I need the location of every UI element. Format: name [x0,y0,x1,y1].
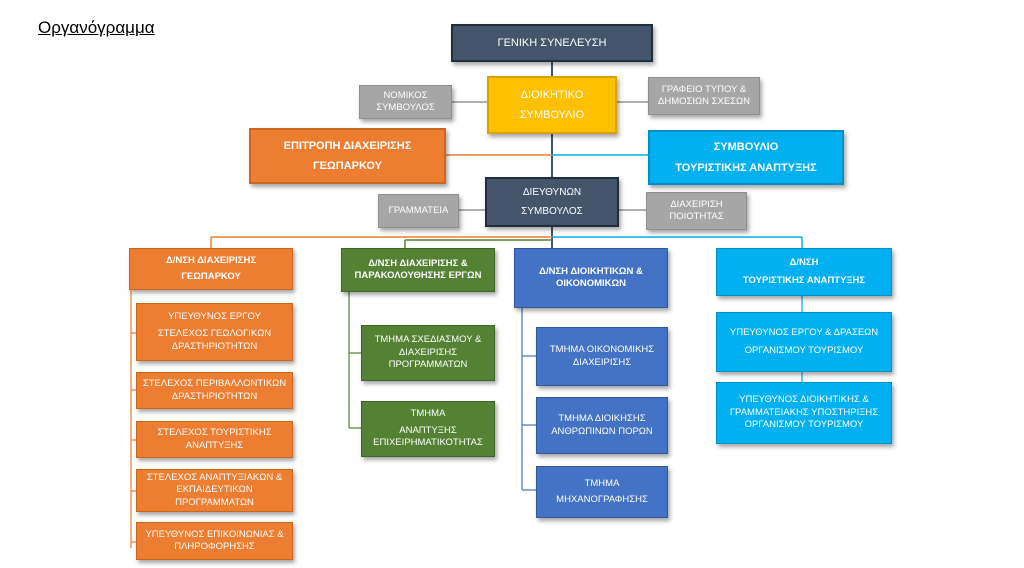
geopark-committee-line-2: ΓΕΩΠΑΡΚΟΥ [312,160,383,172]
general-assembly-label: ΓΕΝΙΚΗ ΣΥΝΕΛΕΥΣΗ [497,36,607,49]
projects-unit-2-line-1: ΤΜΗΜΑ [410,408,446,420]
legal-advisor-line-1: ΝΟΜΙΚΟΣ [383,89,428,101]
geopark-unit-2-line-1: ΣΤΕΛΕΧΟΣ ΠΕΡΙΒΑΛΛΟΝΤΙΚΩΝ [142,378,287,390]
projects-unit-1-line-3: ΠΡΟΓΡΑΜΜΑΤΩΝ [388,359,468,371]
geopark-unit-3-line-2: ΑΝΑΠΤΥΞΗΣ [185,439,244,451]
geopark-unit-educational: ΣΤΕΛΕΧΟΣ ΑΝΑΠΤΥΞΙΑΚΩΝ & ΕΚΠΑΙΔΕΥΤΙΚΩΝ ΠΡ… [136,469,293,512]
admin-unit-3-line-2: ΜΗΧΑΝΟΓΡΑΦΗΣΗΣ [556,494,648,505]
geopark-unit-1-line-1: ΥΠΕΥΘΥΝΟΣ ΕΡΓΟΥ [168,310,261,322]
geopark-unit-1-line-2: ΣΤΕΛΕΧΟΣ ΓΕΩΛΟΓΙΚΩΝ [157,328,272,340]
tourism-council-line-2: ΤΟΥΡΙΣΤΙΚΗΣ ΑΝΑΠΤΥΞΗΣ [675,161,817,174]
quality-management-line-2: ΠΟΙΟΤΗΤΑΣ [669,211,724,222]
geopark-unit-3-line-1: ΣΤΕΛΕΧΟΣ ΤΟΥΡΙΣΤΙΚΗΣ [157,427,272,439]
page-title: Οργανόγραμμα [38,18,155,37]
tourism-unit-1-line-1: ΥΠΕΥΘΥΝΟΣ ΕΡΓΟΥ & ΔΡΑΣΕΩΝ [729,327,879,339]
tourism-council-box: ΣΥΜΒΟΥΛΙΟ ΤΟΥΡΙΣΤΙΚΗΣ ΑΝΑΠΤΥΞΗΣ [648,130,844,185]
admin-unit-finance: ΤΜΗΜΑ ΟΙΚΟΝΟΜΙΚΗΣ ΔΙΑΧΕΙΡΙΣΗΣ [536,327,668,386]
directorate-tourism-head-line-1: Δ/ΝΣΗ [789,257,819,269]
admin-unit-it: ΤΜΗΜΑ ΜΗΧΑΝΟΓΡΑΦΗΣΗΣ [536,466,668,518]
board-line-2: ΣΥΜΒΟΥΛΙΟ [519,109,585,121]
geopark-unit-2-line-2: ΔΡΑΣΤΗΡΙΟΤΗΤΩΝ [171,390,258,402]
geopark-committee-box: ΕΠΙΤΡΟΠΗ ΔΙΑΧΕΙΡΙΣΗΣ ΓΕΩΠΑΡΚΟΥ [249,128,446,184]
legal-advisor-line-2: ΣΥΜΒΟΥΛΟΣ [376,102,435,113]
managing-director-line-1: ΔΙΕΥΘΥΝΩΝ [522,187,582,198]
geopark-unit-tourism: ΣΤΕΛΕΧΟΣ ΤΟΥΡΙΣΤΙΚΗΣ ΑΝΑΠΤΥΞΗΣ [136,421,293,458]
directorate-admin-head-line-2: ΟΙΚΟΝΟΜΙΚΩΝ [556,278,626,289]
geopark-unit-5-line-2: ΠΛΗΡΟΦΟΡΗΣΗΣ [174,541,255,552]
admin-unit-1-line-2: ΔΙΑΧΕΙΡΙΣΗΣ [572,356,632,368]
tourism-unit-2-line-3: ΟΡΓΑΝΙΣΜΟΥ ΤΟΥΡΙΣΜΟΥ [744,419,864,431]
geopark-unit-4-line-2: ΕΚΠΑΙΔΕΥΤΙΚΩΝ [176,484,253,496]
projects-unit-entrepreneurship: ΤΜΗΜΑ ΑΝΑΠΤΥΞΗΣ ΕΠΙΧΕΙΡΗΜΑΤΙΚΟΤΗΤΑΣ [361,401,495,457]
geopark-committee-line-1: ΕΠΙΤΡΟΠΗ ΔΙΑΧΕΙΡΙΣΗΣ [283,139,412,152]
press-office-line-1: ΓΡΑΦΕΙΟ ΤΥΠΟΥ & [661,83,747,95]
geopark-unit-project-lead: ΥΠΕΥΘΥΝΟΣ ΕΡΓΟΥ ΣΤΕΛΕΧΟΣ ΓΕΩΛΟΓΙΚΩΝ ΔΡΑΣ… [136,303,293,361]
press-office-line-2: ΔΗΜΟΣΙΩΝ ΣΧΕΣΩΝ [657,96,750,107]
secretariat-label: ΓΡΑΜΜΑΤΕΙΑ [388,204,449,216]
tourism-unit-1-line-2: ΟΡΓΑΝΙΣΜΟΥ ΤΟΥΡΙΣΜΟΥ [744,344,864,356]
directorate-projects-head: Δ/ΝΣΗ ΔΙΑΧΕΙΡΙΣΗΣ & ΠΑΡΑΚΟΛΟΥΘΗΣΗΣ ΕΡΓΩΝ [341,248,495,292]
geopark-unit-5-line-1: ΥΠΕΥΘΥΝΟΣ ΕΠΙΚΟΙΝΩΝΙΑΣ & [145,528,284,540]
projects-unit-1-line-1: ΤΜΗΜΑ ΣΧΕΔΙΑΣΜΟΥ & [374,334,482,346]
admin-unit-3-line-1: ΤΜΗΜΑ [584,477,620,489]
press-office-box: ΓΡΑΦΕΙΟ ΤΥΠΟΥ & ΔΗΜΟΣΙΩΝ ΣΧΕΣΩΝ [648,77,760,115]
tourism-unit-2-line-1: ΥΠΕΥΘΥΝΟΣ ΔΙΟΙΚΗΤΙΚΗΣ & [739,394,869,406]
directorate-geopark-head: Δ/ΝΣΗ ΔΙΑΧΕΙΡΙΣΗΣ ΓΕΩΠΑΡΚΟΥ [129,248,293,290]
admin-unit-hr: ΤΜΗΜΑ ΔΙΟΙΚΗΣΗΣ ΑΝΘΡΩΠΙΝΩΝ ΠΟΡΩΝ [536,397,668,454]
managing-director-box: ΔΙΕΥΘΥΝΩΝ ΣΥΜΒΟΥΛΟΣ [485,177,619,227]
projects-unit-2-line-2: ΑΝΑΠΤΥΞΗΣ [399,424,457,436]
board-box: ΔΙΟΙΚΗΤΙΚΟ ΣΥΜΒΟΥΛΙΟ [487,76,617,134]
directorate-projects-head-line-2: ΠΑΡΑΚΟΛΟΥΘΗΣΗΣ ΕΡΓΩΝ [354,270,482,281]
quality-management-line-1: ΔΙΑΧΕΙΡΙΣΗ [670,198,723,210]
directorate-geopark-head-line-1: Δ/ΝΣΗ ΔΙΑΧΕΙΡΙΣΗΣ [165,254,257,266]
quality-management-box: ΔΙΑΧΕΙΡΙΣΗ ΠΟΙΟΤΗΤΑΣ [646,192,747,230]
directorate-projects-head-line-1: Δ/ΝΣΗ ΔΙΑΧΕΙΡΙΣΗΣ & [368,257,468,269]
projects-unit-2-line-3: ΕΠΙΧΕΙΡΗΜΑΤΙΚΟΤΗΤΑΣ [373,437,483,449]
geopark-unit-communication: ΥΠΕΥΘΥΝΟΣ ΕΠΙΚΟΙΝΩΝΙΑΣ & ΠΛΗΡΟΦΟΡΗΣΗΣ [136,522,293,560]
directorate-admin-head-line-1: Δ/ΝΣΗ ΔΙΟΙΚΗΤΙΚΩΝ & [539,265,643,277]
geopark-unit-4-line-1: ΣΤΕΛΕΧΟΣ ΑΝΑΠΤΥΞΙΑΚΩΝ & [146,471,283,483]
directorate-admin-head: Δ/ΝΣΗ ΔΙΟΙΚΗΤΙΚΩΝ & ΟΙΚΟΝΟΜΙΚΩΝ [514,248,668,308]
admin-unit-2-line-1: ΤΜΗΜΑ ΔΙΟΙΚΗΣΗΣ [558,413,646,425]
admin-unit-1-line-1: ΤΜΗΜΑ ΟΙΚΟΝΟΜΙΚΗΣ [549,344,655,356]
directorate-tourism-head-line-2: ΤΟΥΡΙΣΤΙΚΗΣ ΑΝΑΠΤΥΞΗΣ [742,274,866,286]
tourism-unit-2-line-2: ΓΡΑΜΜΑΤΕΙΑΚΗΣ ΥΠΟΣΤΗΡΙΞΗΣ [729,406,879,418]
directorate-tourism-head: Δ/ΝΣΗ ΤΟΥΡΙΣΤΙΚΗΣ ΑΝΑΠΤΥΞΗΣ [716,248,892,296]
geopark-unit-4-line-3: ΠΡΟΓΡΑΜΜΑΤΩΝ [175,496,254,508]
geopark-unit-1-line-3: ΔΡΑΣΤΗΡΙΟΤΗΤΩΝ [171,340,258,352]
tourism-unit-support: ΥΠΕΥΘΥΝΟΣ ΔΙΟΙΚΗΤΙΚΗΣ & ΓΡΑΜΜΑΤΕΙΑΚΗΣ ΥΠ… [716,382,892,444]
managing-director-line-2: ΣΥΜΒΟΥΛΟΣ [521,206,583,217]
geopark-unit-environmental: ΣΤΕΛΕΧΟΣ ΠΕΡΙΒΑΛΛΟΝΤΙΚΩΝ ΔΡΑΣΤΗΡΙΟΤΗΤΩΝ [136,372,293,409]
general-assembly-box: ΓΕΝΙΚΗ ΣΥΝΕΛΕΥΣΗ [451,24,653,62]
directorate-geopark-head-line-2: ΓΕΩΠΑΡΚΟΥ [181,271,241,282]
secretariat-box: ΓΡΑΜΜΑΤΕΙΑ [378,194,459,228]
admin-unit-2-line-2: ΑΝΘΡΩΠΙΝΩΝ ΠΟΡΩΝ [551,425,653,437]
projects-unit-1-line-2: ΔΙΑΧΕΙΡΙΣΗΣ [398,346,458,358]
tourism-unit-projects: ΥΠΕΥΘΥΝΟΣ ΕΡΓΟΥ & ΔΡΑΣΕΩΝ ΟΡΓΑΝΙΣΜΟΥ ΤΟΥ… [716,312,892,372]
legal-advisor-box: ΝΟΜΙΚΟΣ ΣΥΜΒΟΥΛΟΣ [359,85,452,119]
board-line-1: ΔΙΟΙΚΗΤΙΚΟ [520,88,584,101]
projects-unit-planning: ΤΜΗΜΑ ΣΧΕΔΙΑΣΜΟΥ & ΔΙΑΧΕΙΡΙΣΗΣ ΠΡΟΓΡΑΜΜΑ… [361,325,495,381]
tourism-council-line-1: ΣΥΜΒΟΥΛΙΟ [713,141,779,154]
